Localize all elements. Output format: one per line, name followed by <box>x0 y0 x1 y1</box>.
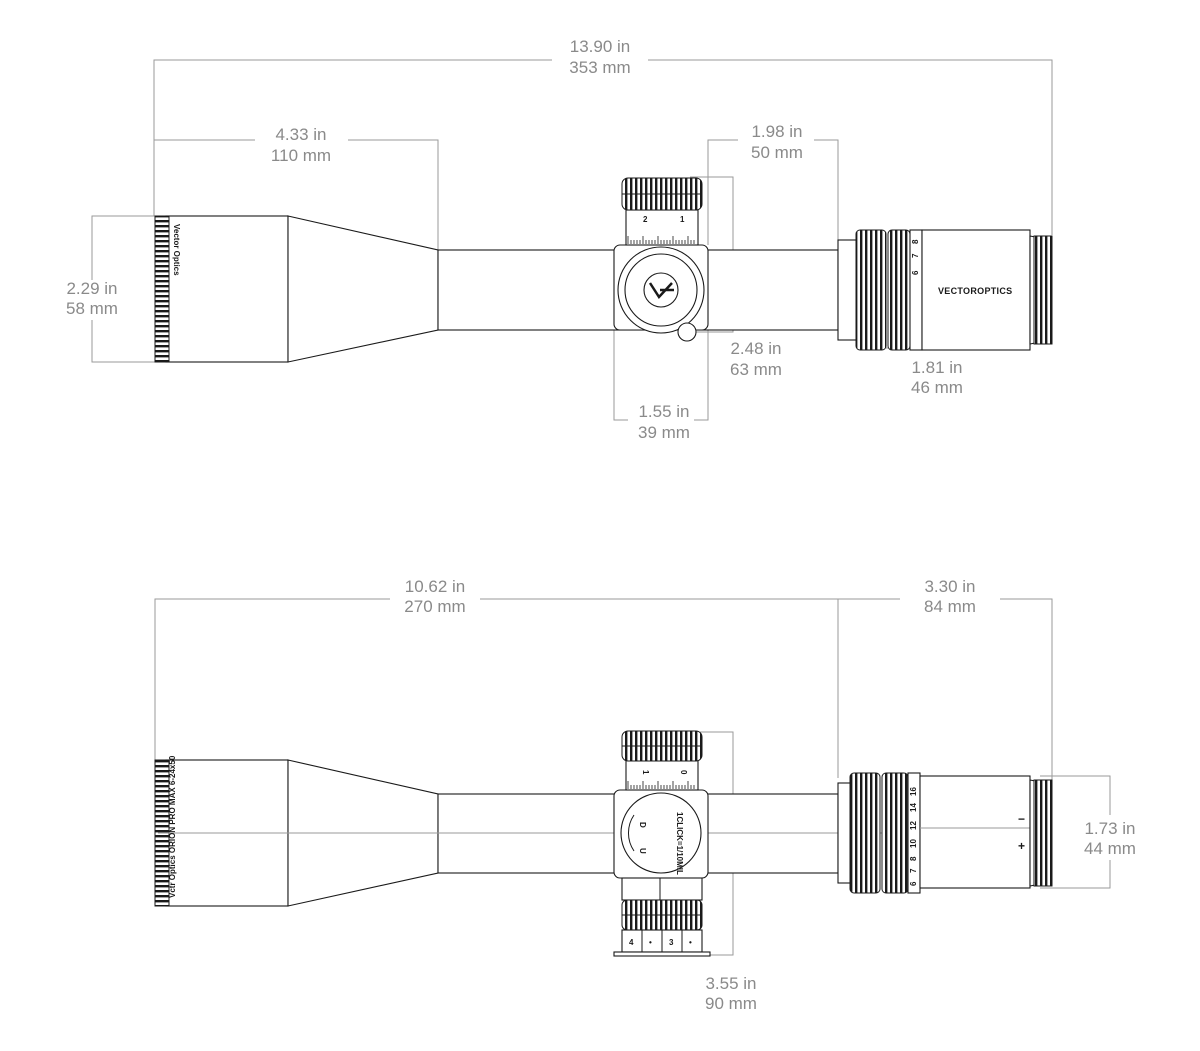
zoom-tick-16: 16 <box>909 787 918 796</box>
illum-base <box>613 951 711 957</box>
turret-height-mm: 90 mm <box>705 994 757 1013</box>
illum-tick-4: 4 <box>629 938 634 947</box>
diopter-knurl <box>1033 779 1053 887</box>
illum-minus: − <box>1018 812 1025 826</box>
turret-width-in: 1.55 in <box>638 402 689 421</box>
eyepiece <box>921 229 1031 351</box>
turret-width-mm: 39 mm <box>638 423 690 442</box>
zoom-scale <box>909 229 923 351</box>
turret-tick-marks <box>627 781 695 789</box>
zoom-ring-knurl-1 <box>849 772 881 894</box>
zoom-tick-7: 7 <box>909 868 918 873</box>
eyepiece-length-mm: 84 mm <box>924 597 976 616</box>
zoom-ring-knurl-2 <box>881 772 909 894</box>
length-to-eyepiece-in: 10.62 in <box>405 577 466 596</box>
top-view: 2 1 6 7 8 VECTOROPTICS Vector Optics 13.… <box>66 37 1053 442</box>
objective-length-in: 4.33 in <box>275 125 326 144</box>
eyepiece-collar <box>837 239 859 341</box>
eyepiece-diameter-in: 1.81 in <box>911 358 962 377</box>
eyepiece-diameter-mm: 46 mm <box>911 378 963 397</box>
zoom-tick-12: 12 <box>909 821 918 830</box>
objective-model: Vctr Optics ORION PRO MAX 6-24x50 <box>168 755 177 898</box>
turret-height-mm: 63 mm <box>730 360 782 379</box>
turret-scale <box>625 759 699 791</box>
illum-tick-dot-1: • <box>649 938 652 947</box>
scope-side: Vctr Optics ORION PRO MAX 6-24x50 1 0 D … <box>154 730 1053 957</box>
zoom-ring-knurl-2 <box>887 229 911 351</box>
objective-diameter-mm: 58 mm <box>66 299 118 318</box>
eyepiece-diameter-in: 1.73 in <box>1084 819 1135 838</box>
eyepiece-diameter-mm: 44 mm <box>1084 839 1136 858</box>
illum-tick-3: 3 <box>669 938 674 947</box>
turret-tick-1: 1 <box>641 770 650 775</box>
overall-length-in: 13.90 in <box>570 37 631 56</box>
zoom-tick-10: 10 <box>909 839 918 848</box>
eyepiece-length-in: 3.30 in <box>924 577 975 596</box>
vector-logo-icon <box>648 282 674 300</box>
dial-direction-u: U <box>638 848 647 854</box>
objective-bell <box>165 215 289 363</box>
dial-direction-d: D <box>638 822 647 828</box>
zoom-ring-knurl-1 <box>855 229 887 351</box>
turret-tick-1: 1 <box>680 215 685 224</box>
diopter-knurl <box>1033 235 1053 345</box>
objective-brand: Vector Optics <box>172 224 181 276</box>
turret-gap-mm: 50 mm <box>751 143 803 162</box>
windage-dial <box>620 792 702 874</box>
lock-knob <box>677 322 697 342</box>
objective-diameter-in: 2.29 in <box>66 279 117 298</box>
turret-height-in: 2.48 in <box>730 339 781 358</box>
turret-scale <box>625 209 699 246</box>
zoom-tick-7: 7 <box>911 253 920 258</box>
overall-length-mm: 353 mm <box>569 58 630 77</box>
zoom-tick-6: 6 <box>911 270 920 275</box>
objective-length-mm: 110 mm <box>271 146 331 165</box>
turret-tick-2: 2 <box>643 215 648 224</box>
illum-tick-dot-2: • <box>689 938 692 947</box>
scope-top: 2 1 6 7 8 VECTOROPTICS Vector Optics <box>154 177 1053 363</box>
turret-tick-0: 0 <box>679 770 688 775</box>
turret-height-in: 3.55 in <box>705 974 756 993</box>
zoom-tick-6: 6 <box>909 881 918 886</box>
dial-click-value: 1CLICK=1/10MIL <box>675 812 684 875</box>
objective-knurl <box>154 215 170 363</box>
lower-scale <box>621 877 703 901</box>
eyepiece-brand: VECTOROPTICS <box>938 286 1012 296</box>
zoom-tick-14: 14 <box>909 803 918 812</box>
illum-plus: + <box>1018 839 1025 853</box>
turret-tick-marks <box>627 236 695 244</box>
zoom-tick-8: 8 <box>909 856 918 861</box>
length-to-eyepiece-mm: 270 mm <box>404 597 465 616</box>
zoom-tick-8: 8 <box>911 239 920 244</box>
side-view: Vctr Optics ORION PRO MAX 6-24x50 1 0 D … <box>154 577 1136 1013</box>
eyepiece <box>919 775 1031 889</box>
objective-taper <box>287 215 439 363</box>
turret-gap-in: 1.98 in <box>751 122 802 141</box>
